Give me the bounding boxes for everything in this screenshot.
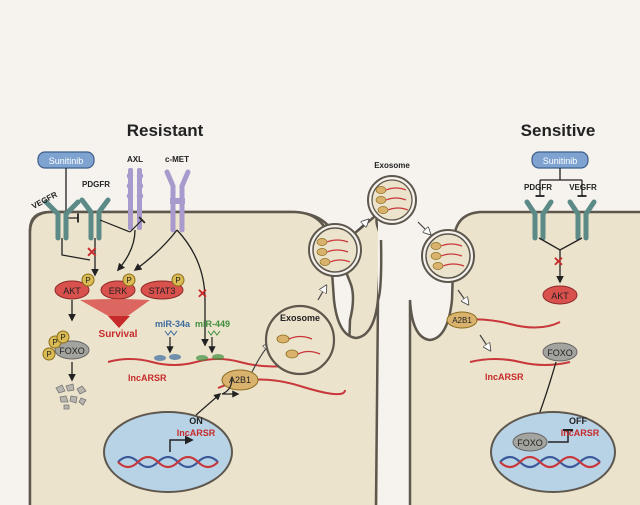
mir-bound-2 [169, 354, 181, 360]
a2b1-label-left: A2B1 [229, 375, 251, 385]
phospho-foxo-1-label: P [52, 338, 57, 347]
axl-to-erk-arrow [116, 229, 136, 272]
lncarsr-cyto-label-left: lncARSR [128, 373, 167, 383]
dna-strand-right-2 [499, 455, 601, 469]
exosome-uptake-arrow [457, 289, 468, 304]
vegfr-signal-line [61, 238, 91, 261]
cmet-downstream-arrow [176, 229, 209, 347]
a2b1-label-right: A2B1 [452, 316, 472, 325]
survival-label: Survival [99, 329, 138, 340]
a2b1-release-arrow [479, 334, 490, 350]
phospho-akt-left [81, 273, 95, 287]
mir-bound-1 [154, 355, 166, 361]
mir449-label: miR-449 [195, 319, 230, 329]
foxo-repress-line [548, 430, 569, 443]
lncarsr-nucleus-label-left: lncARSR [177, 428, 216, 438]
exosome-travel-arrow-2 [417, 221, 430, 234]
mir-bound-4 [212, 354, 224, 360]
survival-arrowhead [108, 316, 130, 328]
phospho-foxo-2 [42, 347, 56, 361]
cmet-label: c-MET [165, 155, 189, 164]
lncarsr-rna-left [107, 358, 285, 368]
degraded-foxo-fragments [55, 383, 87, 410]
cmet-receptor [164, 169, 191, 233]
axl-receptor [126, 168, 144, 230]
red-x-left-1: ✕ [86, 244, 98, 260]
exosome-label-top: Exosome [374, 161, 410, 170]
sunitinib-label-right: Sunitinib [543, 156, 578, 166]
mir-bound-3 [196, 355, 208, 361]
stat3-label: STAT3 [149, 286, 176, 296]
foxo-label-right: FOXO [547, 348, 573, 358]
foxo-label-left: FOXO [59, 346, 85, 356]
pdgfr-receptor-left [79, 197, 111, 241]
mir34a-strand [164, 330, 178, 336]
lncarsr-cyto-label-right: lncARSR [485, 372, 524, 382]
vegfr-label-right: VEGFR [569, 183, 597, 192]
pdgfr-label-left: PDGFR [82, 180, 110, 189]
phospho-stat3 [171, 273, 185, 287]
promoter-arrow-left [169, 435, 194, 452]
vegfr-receptor-right [567, 199, 597, 241]
phospho-erk-label: P [126, 276, 131, 285]
akt-label-right: AKT [551, 291, 569, 301]
survival-arrow [80, 299, 150, 318]
on-to-a2b1-arrow [195, 393, 222, 416]
phospho-foxo-3-label: P [60, 333, 65, 342]
foxo-nucleus-label: FOXO [517, 438, 543, 448]
akt-label-left: AKT [63, 286, 81, 296]
crosstalk-line [99, 219, 131, 233]
akt-protein-right [542, 285, 578, 305]
red-x-right: ✕ [553, 254, 564, 269]
sensitive-cell-membrane [408, 210, 640, 505]
akt-protein-left [54, 280, 90, 300]
phospho-akt-left-label: P [85, 276, 90, 285]
mir34a-label: miR-34a [155, 319, 191, 329]
resistant-cell-right-cover [378, 212, 406, 505]
red-x-left-2: ✕ [197, 286, 208, 301]
nucleus-to-a2b1-arrow [221, 377, 240, 398]
title-resistant: Resistant [127, 121, 204, 140]
dna-strand-right-1 [499, 455, 601, 469]
on-label: ON [189, 416, 203, 426]
vegfr-receptor-left [43, 199, 81, 241]
a2b1-protein-right [446, 311, 478, 329]
phospho-foxo-3 [56, 330, 70, 344]
nucleus-left [103, 411, 233, 493]
foxo-nucleus [512, 432, 548, 452]
lncarsr-nucleus-label-right: lncARSR [561, 428, 600, 438]
resistant-cell-right-edge [374, 239, 383, 505]
phospho-stat3-label: P [175, 276, 180, 285]
exo-cargo-1 [276, 334, 290, 344]
off-label: OFF [569, 416, 587, 426]
sunitinib-label-left: Sunitinib [49, 156, 84, 166]
axl-label: AXL [127, 155, 143, 164]
pdgfr-receptor-right [524, 199, 554, 241]
cmet-to-stat-arrow [133, 229, 178, 271]
exosome-label-left: Exosome [280, 313, 320, 323]
dna-strand-left-2 [117, 455, 219, 469]
title-sensitive: Sensitive [521, 121, 596, 140]
phospho-foxo-2-label: P [46, 350, 51, 359]
exosome-travel-arrow-1 [357, 220, 368, 231]
mir449-strand [207, 330, 221, 336]
phospho-erk [122, 273, 136, 287]
exosome-forming-left [264, 304, 336, 376]
exo-cargo-2 [285, 349, 299, 359]
erk-label: ERK [109, 286, 128, 296]
nucleus-right [490, 411, 616, 493]
foxo-protein-right [542, 342, 578, 362]
pdgfr-label-right: PDGFR [524, 183, 552, 192]
foxo-protein-left [54, 340, 90, 360]
crosstalk-inhibit [129, 216, 146, 233]
stat3-protein [140, 280, 184, 300]
dna-strand-left-1 [117, 455, 219, 469]
exosome-release-arrow [317, 286, 326, 301]
